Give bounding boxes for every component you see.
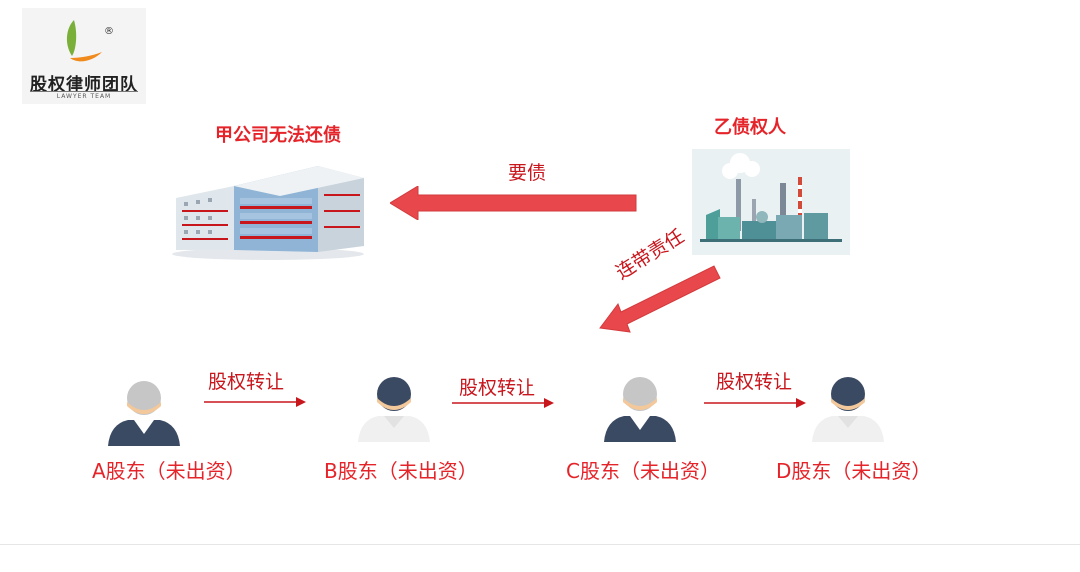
shareholder-d-label: D股东（未出资）: [776, 459, 932, 483]
registered-mark: ®: [104, 26, 114, 37]
transfer-arrow-bc: [452, 398, 554, 408]
bottom-divider: [0, 544, 1080, 545]
shareholder-c-label: C股东（未出资）: [566, 459, 720, 483]
logo: ® 股权律师团队 LAWYER TEAM: [22, 8, 146, 104]
transfer-label-ab: 股权转让: [208, 371, 285, 393]
creditor-title: 乙债权人: [714, 117, 786, 138]
leaf-logo-icon: [66, 20, 102, 62]
logo-name: 股权律师团队: [30, 75, 138, 95]
shareholder-d-icon: [812, 377, 884, 442]
factory-image: [692, 149, 850, 255]
demand-label: 要债: [508, 162, 547, 184]
shareholder-a-label: A股东（未出资）: [92, 459, 246, 483]
transfer-label-bc: 股权转让: [459, 377, 536, 399]
factory-icon: [700, 153, 842, 242]
shareholder-b-icon: [358, 377, 430, 442]
transfer-label-cd: 股权转让: [716, 371, 793, 393]
logo-subtitle: LAWYER TEAM: [30, 91, 138, 100]
shareholder-a-icon: [108, 381, 180, 446]
demand-arrow: [390, 186, 637, 220]
shareholder-c-icon: [604, 377, 676, 442]
transfer-arrow-ab: [204, 397, 306, 407]
joint-liability-arrow: [599, 265, 721, 333]
office-building-icon: [172, 166, 364, 260]
company-title: 甲公司无法还债: [215, 125, 341, 146]
transfer-arrow-cd: [704, 398, 806, 408]
shareholder-b-label: B股东（未出资）: [324, 459, 478, 483]
